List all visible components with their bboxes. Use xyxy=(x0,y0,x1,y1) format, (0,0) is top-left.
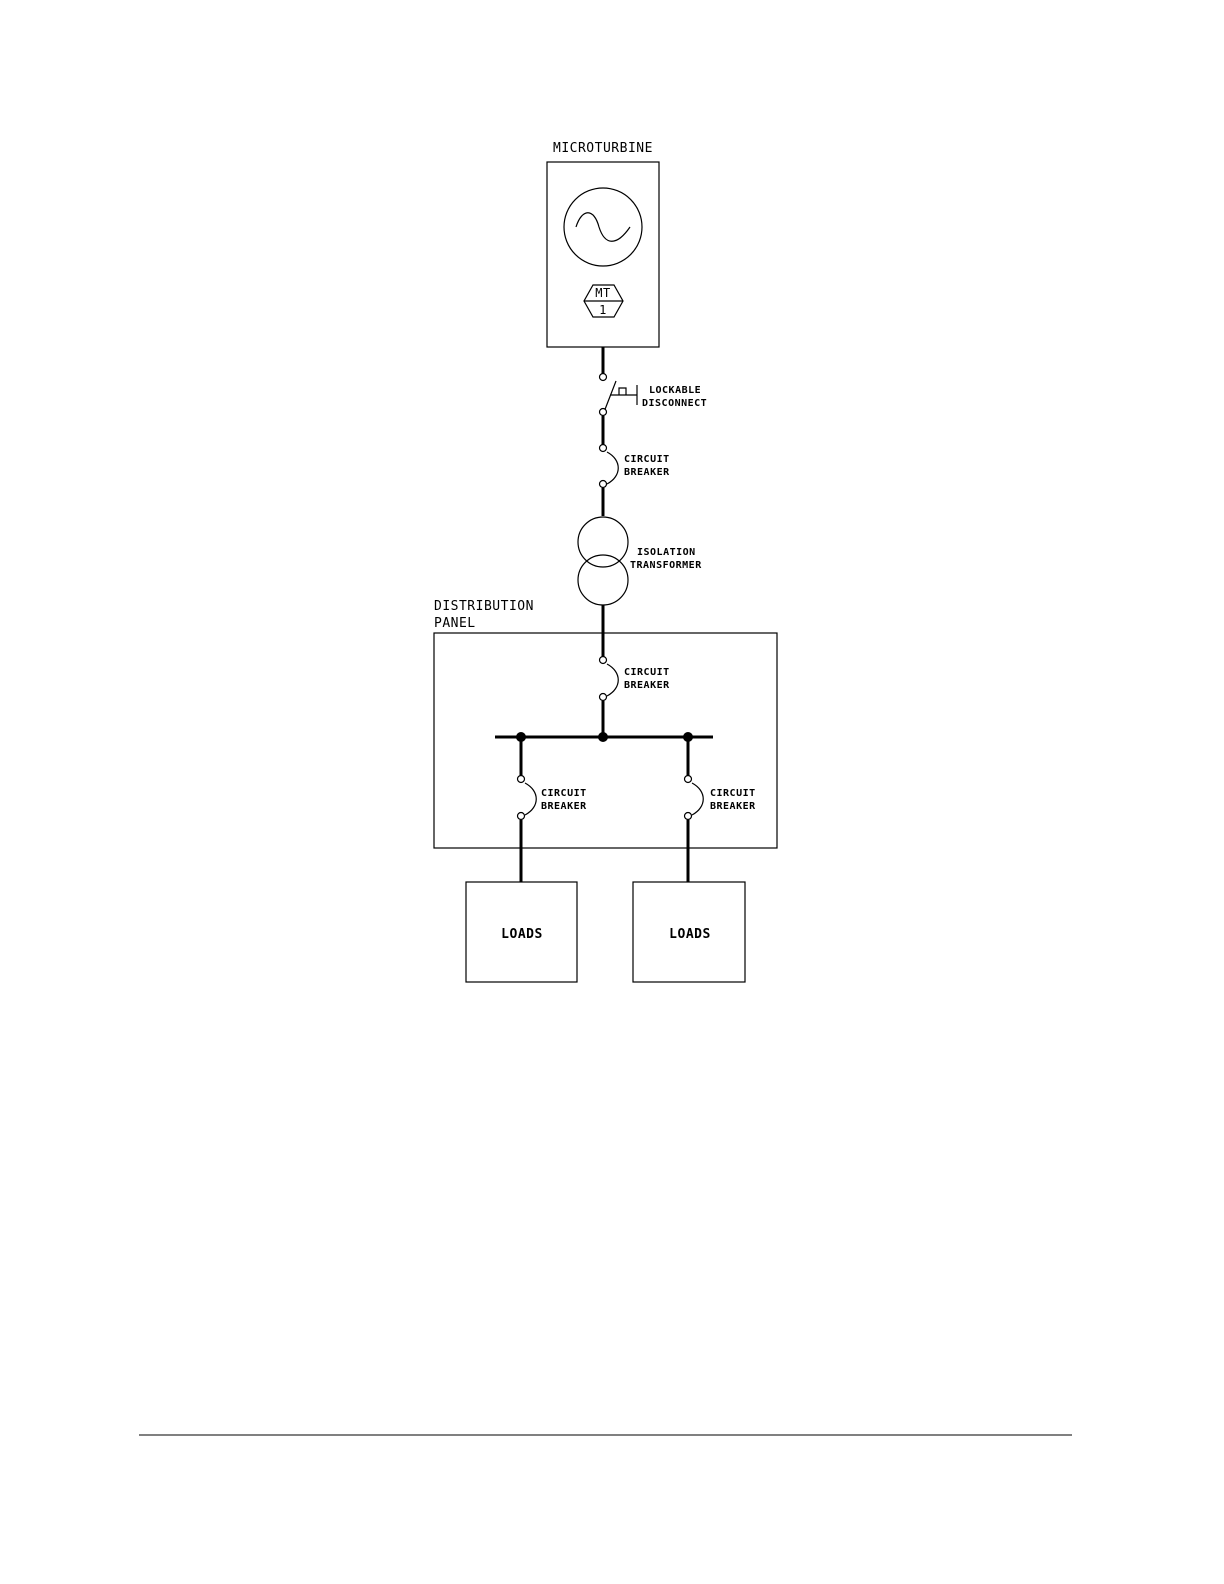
circuit-breaker-1 xyxy=(600,445,619,488)
isolation-transformer xyxy=(578,517,628,605)
lockable-disconnect-label-1: LOCKABLE xyxy=(649,385,701,396)
circuit-breaker-right xyxy=(685,776,704,820)
isolation-transformer-label-1: ISOLATION xyxy=(637,547,696,558)
loads-label-left: LOADS xyxy=(501,927,543,942)
circuit-breaker-right-label-1: CIRCUIT xyxy=(710,788,756,799)
circuit-breaker-main xyxy=(600,657,619,701)
distribution-panel-title-1: DISTRIBUTION xyxy=(434,599,534,614)
circuit-breaker-left xyxy=(518,776,537,820)
sine-wave-icon xyxy=(576,213,630,242)
lockable-disconnect-label-2: DISCONNECT xyxy=(642,398,707,409)
microturbine-title: MICROTURBINE xyxy=(553,141,653,156)
lockable-disconnect xyxy=(600,374,638,416)
circuit-breaker-1-label-2: BREAKER xyxy=(624,467,670,478)
generator-symbol xyxy=(564,188,642,266)
microturbine-box xyxy=(547,162,659,347)
isolation-transformer-label-2: TRANSFORMER xyxy=(630,560,702,571)
distribution-panel-title-2: PANEL xyxy=(434,616,476,631)
circuit-breaker-main-label-1: CIRCUIT xyxy=(624,667,670,678)
circuit-breaker-left-label-1: CIRCUIT xyxy=(541,788,587,799)
mt-tag-top: MT xyxy=(595,286,610,300)
circuit-breaker-1-label-1: CIRCUIT xyxy=(624,454,670,465)
circuit-breaker-main-label-2: BREAKER xyxy=(624,680,670,691)
circuit-breaker-right-label-2: BREAKER xyxy=(710,801,756,812)
mt-tag-bottom: 1 xyxy=(599,303,607,317)
bus-junction-center xyxy=(598,732,608,742)
loads-label-right: LOADS xyxy=(669,927,711,942)
circuit-breaker-left-label-2: BREAKER xyxy=(541,801,587,812)
